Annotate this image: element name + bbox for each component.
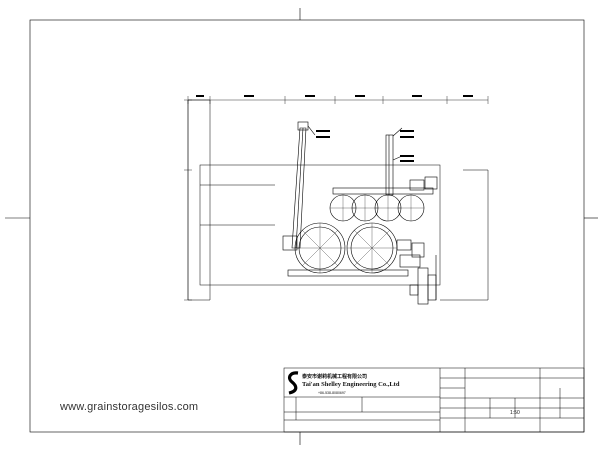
bucket-elevator-left [282,121,316,251]
processing-equipment [396,239,437,305]
dimension-lines [184,96,489,301]
drawing-border [29,19,585,433]
drawing-scale: 1:50 [510,410,520,416]
large-silos [287,222,409,277]
company-logo [287,371,300,395]
small-silos-row [329,176,438,222]
company-name-cn: 泰安市谢莉机械工程有限公司 [302,374,368,380]
dimension-text-marks [196,95,473,162]
title-block [283,367,585,433]
phone-number: +86-538-8080697 [318,391,346,395]
website-watermark: www.grainstoragesilos.com [60,401,199,413]
bucket-elevator-right [385,127,403,196]
company-name-en: Tai'an Shelley Engineering Co.,Ltd [302,381,400,388]
building-outline [187,99,489,301]
